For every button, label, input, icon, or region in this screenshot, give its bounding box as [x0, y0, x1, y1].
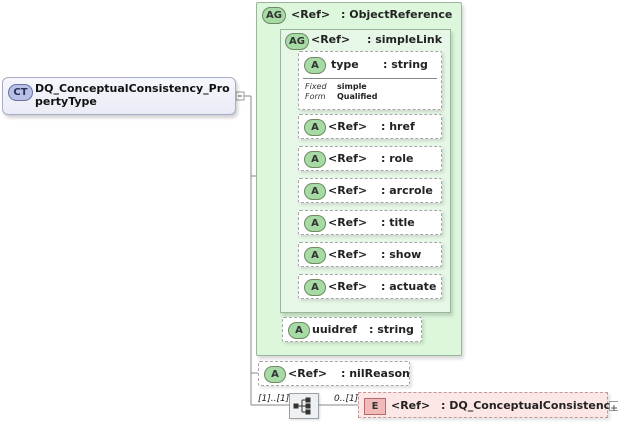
- attribute-title[interactable]: A <Ref> : title: [298, 210, 442, 235]
- attribute-actuate[interactable]: A <Ref> : actuate: [298, 274, 442, 299]
- attribute-href[interactable]: A <Ref> : href: [298, 114, 442, 139]
- attribute-ref: <Ref>: [328, 152, 368, 165]
- attribute-ref: <Ref>: [328, 120, 368, 133]
- attribute-ref: <Ref>: [328, 280, 368, 293]
- attribute-name: : title: [381, 216, 415, 229]
- facet-label-fixed: Fixed: [305, 82, 327, 91]
- facet-label-form: Form: [305, 92, 326, 101]
- attribute-badge: A: [304, 119, 326, 136]
- attribute-name: : actuate: [381, 280, 437, 293]
- inner-group-ref: <Ref>: [311, 33, 351, 46]
- attribute-badge: A: [304, 215, 326, 232]
- attribute-show[interactable]: A <Ref> : show: [298, 242, 442, 267]
- attribute-type-name: : string: [383, 58, 428, 71]
- attribute-uuidref[interactable]: A uuidref : string: [282, 317, 422, 342]
- complex-type-badge: CT: [8, 84, 33, 101]
- element-ref: <Ref>: [391, 399, 431, 412]
- attribute-type-name: : string: [369, 323, 414, 336]
- attribute-group-badge: AG: [285, 33, 309, 50]
- attribute-badge: A: [304, 57, 326, 74]
- attribute-name: : href: [381, 120, 415, 133]
- outer-group-name: : ObjectReference: [341, 8, 453, 21]
- element-dq-conceptual-consistency[interactable]: E <Ref> : DQ_ConceptualConsistency: [358, 392, 617, 418]
- expand-icon[interactable]: [609, 401, 618, 411]
- attribute-badge: A: [288, 322, 310, 339]
- element-badge: E: [364, 398, 386, 415]
- attribute-name: : show: [381, 248, 422, 261]
- element-name: : DQ_ConceptualConsistency: [441, 399, 618, 412]
- complex-type-name: DQ_ConceptualConsistency_PropertyType: [35, 82, 230, 108]
- sequence-multiplicity: [1]..[1]: [258, 394, 290, 404]
- facet-value-form: Qualified: [337, 92, 378, 101]
- attribute-name: : role: [381, 152, 414, 165]
- attribute-ref: <Ref>: [328, 184, 368, 197]
- attribute-name: : arcrole: [381, 184, 433, 197]
- plus-icon: [611, 405, 617, 411]
- attribute-arcrole[interactable]: A <Ref> : arcrole: [298, 178, 442, 203]
- sequence-icon: [293, 397, 311, 415]
- attribute-role[interactable]: A <Ref> : role: [298, 146, 442, 171]
- attribute-ref: <Ref>: [288, 367, 328, 380]
- attribute-name: type: [331, 58, 359, 71]
- attribute-type[interactable]: A type : string Fixed simple Form Qualif…: [298, 51, 442, 110]
- attribute-badge: A: [304, 279, 326, 296]
- attribute-badge: A: [304, 151, 326, 168]
- attribute-ref: <Ref>: [328, 248, 368, 261]
- attribute-name: uuidref: [312, 323, 357, 336]
- facet-value-fixed: simple: [337, 82, 367, 91]
- attribute-badge: A: [304, 183, 326, 200]
- attribute-name: : nilReason: [341, 367, 410, 380]
- outer-group-ref: <Ref>: [291, 8, 331, 21]
- complex-type-box[interactable]: CT DQ_ConceptualConsistency_PropertyType: [2, 77, 236, 115]
- element-multiplicity: 0..[1]: [334, 394, 359, 404]
- attribute-nilreason[interactable]: A <Ref> : nilReason: [258, 361, 410, 386]
- attribute-group-badge: AG: [262, 7, 286, 24]
- inner-group-name: : simpleLink: [367, 33, 443, 46]
- attribute-ref: <Ref>: [328, 216, 368, 229]
- sequence-compositor[interactable]: [289, 393, 319, 419]
- attribute-badge: A: [304, 247, 326, 264]
- facet-separator: [303, 78, 437, 79]
- attribute-badge: A: [264, 366, 286, 383]
